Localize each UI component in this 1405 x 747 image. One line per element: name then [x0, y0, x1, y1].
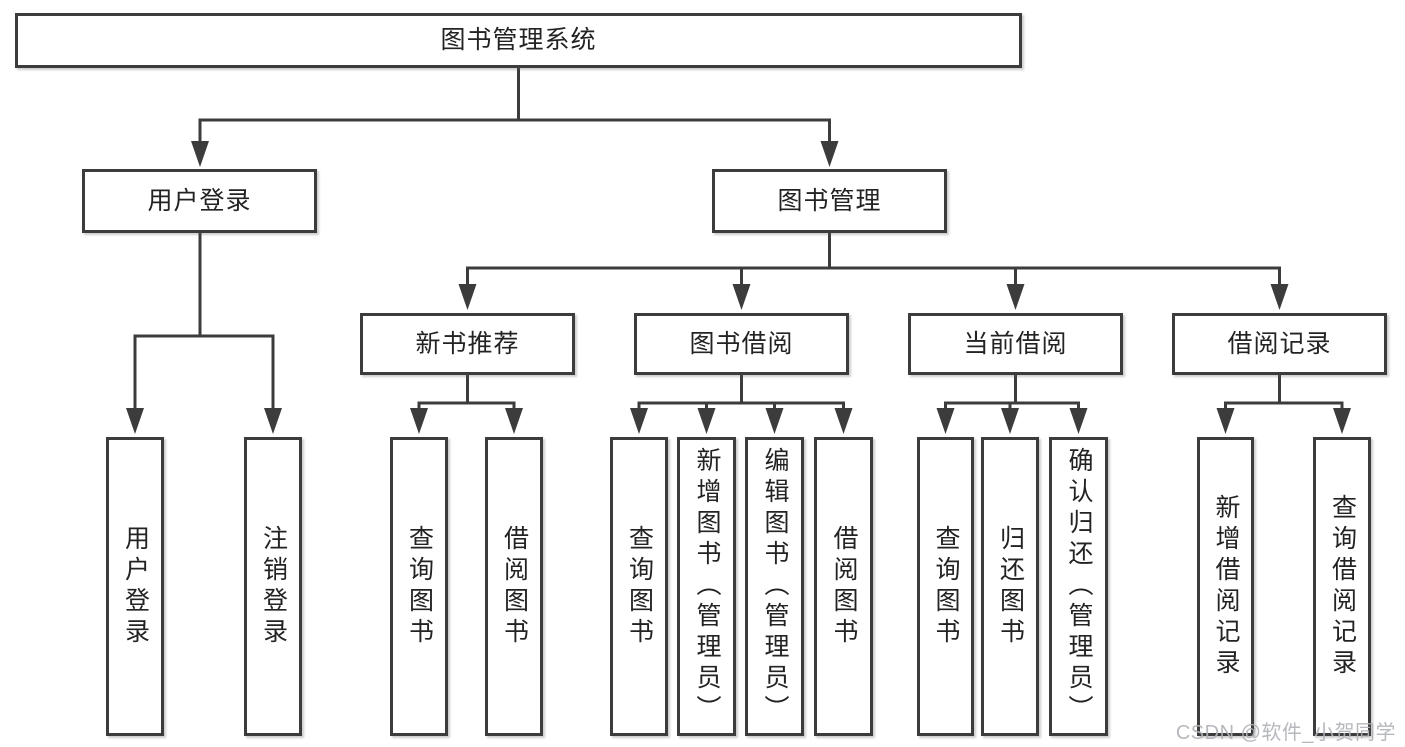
tree-arrowheads [126, 141, 1351, 434]
leaf-query-borrow-record: 查询借阅记录 [1313, 437, 1371, 736]
node-label: 图书管理 [777, 186, 882, 215]
arrowhead [458, 284, 477, 310]
leaf-return-book: 归还图书 [981, 437, 1039, 736]
node-label: 查询图书 [405, 524, 434, 649]
leaf-add-book-admin: 新增图书（管理员） [677, 437, 736, 736]
arrowhead [410, 408, 428, 434]
leaf-borrow-book-recommend: 借阅图书 [485, 437, 543, 736]
node-label: 新书推荐 [415, 329, 520, 358]
node-label: 用户登录 [121, 524, 150, 649]
node-root-system: 图书管理系统 [15, 13, 1022, 68]
node-label: 查询图书 [932, 524, 960, 649]
node-label: 图书借阅 [689, 329, 794, 358]
node-book-borrow: 图书借阅 [634, 313, 849, 375]
node-label: 确认归还（管理员） [1065, 447, 1093, 726]
arrowhead [697, 408, 716, 434]
node-label: 归还图书 [996, 524, 1025, 649]
arrowhead [1216, 408, 1235, 434]
arrowhead [1006, 284, 1025, 310]
leaf-confirm-return-admin: 确认归还（管理员） [1049, 437, 1108, 736]
leaf-borrow-book: 借阅图书 [814, 437, 873, 736]
node-book-management: 图书管理 [712, 169, 947, 233]
leaf-user-login: 用户登录 [106, 437, 164, 736]
node-label: 图书管理系统 [440, 26, 597, 54]
arrowhead [630, 408, 648, 434]
node-label: 查询借阅记录 [1328, 493, 1357, 680]
leaf-edit-book-admin: 编辑图书（管理员） [745, 437, 804, 736]
node-label: 当前借阅 [963, 329, 1068, 358]
arrowhead [1069, 408, 1088, 434]
node-new-book-recommend: 新书推荐 [360, 313, 575, 375]
node-label: 借阅图书 [830, 524, 858, 649]
arrowhead [732, 284, 751, 310]
csdn-watermark: CSDN @软件_小贺同学 [1175, 722, 1396, 744]
arrowhead [1001, 408, 1019, 434]
node-label: 借阅记录 [1227, 329, 1332, 358]
arrowhead [264, 408, 282, 434]
arrowhead [765, 408, 784, 434]
leaf-query-book-current: 查询图书 [917, 437, 974, 736]
node-label: 编辑图书（管理员） [761, 447, 789, 726]
node-user-login: 用户登录 [82, 169, 317, 233]
arrowhead [936, 408, 955, 434]
node-label: 用户登录 [147, 186, 252, 215]
node-label: 新增图书（管理员） [693, 447, 721, 726]
leaf-query-book-recommend: 查询图书 [390, 437, 448, 736]
node-borrow-record: 借阅记录 [1172, 313, 1387, 375]
leaf-logout: 注销登录 [244, 437, 302, 736]
leaf-query-book-borrow: 查询图书 [610, 437, 668, 736]
arrowhead [191, 141, 209, 167]
arrowhead [1333, 408, 1351, 434]
arrowhead [1270, 284, 1289, 310]
arrowhead [505, 408, 523, 434]
arrowhead [126, 408, 144, 434]
leaf-add-borrow-record: 新增借阅记录 [1197, 437, 1254, 736]
node-label: 新增借阅记录 [1212, 493, 1240, 680]
arrowhead [834, 408, 853, 434]
node-label: 查询图书 [625, 524, 654, 649]
node-label: 注销登录 [259, 524, 288, 649]
arrowhead [820, 141, 839, 167]
node-current-borrow: 当前借阅 [908, 313, 1123, 375]
node-label: 借阅图书 [500, 524, 529, 649]
